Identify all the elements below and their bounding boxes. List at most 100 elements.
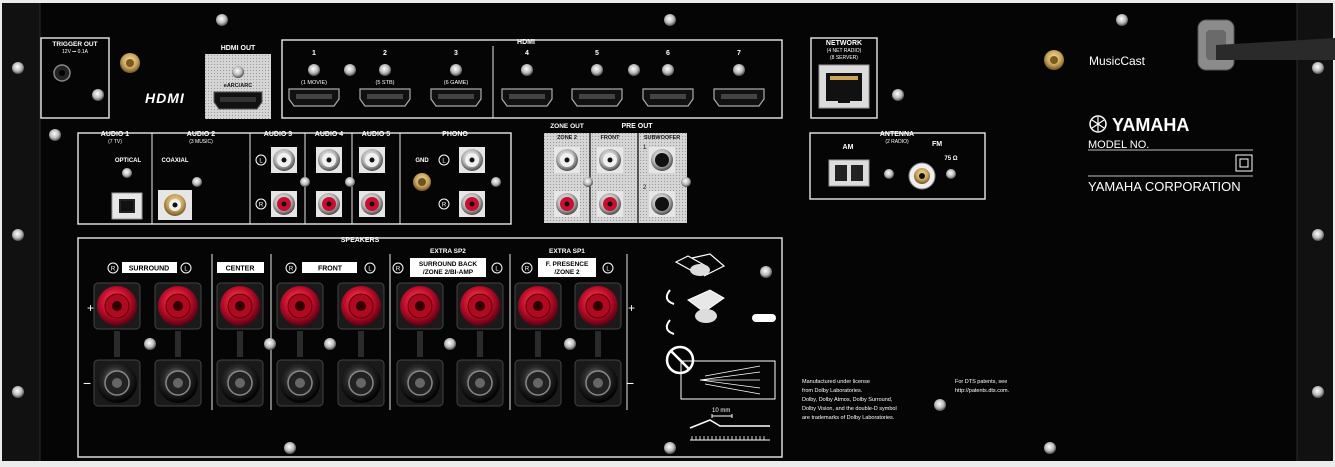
f-presence-right-minus-terminal[interactable] <box>514 359 562 407</box>
svg-text:R: R <box>525 267 530 273</box>
pre-out-front-left-jack[interactable] <box>597 147 623 173</box>
svg-text:For DTS patents, see: For DTS patents, see <box>955 379 1007 385</box>
trigger-out-title: TRIGGER OUT <box>52 41 97 48</box>
antenna-title: ANTENNA <box>880 131 914 138</box>
pre-out-front-right-jack[interactable] <box>597 191 623 217</box>
hdmi-in-number: 5 <box>595 50 599 57</box>
dolby-legal-text: Manufactured under license from Dolby La… <box>802 379 897 421</box>
front-right-plus-terminal[interactable] <box>276 282 324 330</box>
front-right-minus-terminal[interactable] <box>276 359 324 407</box>
svg-text:L: L <box>259 159 263 165</box>
svg-text:Dolby, Dolby Atmos, Dolby Surr: Dolby, Dolby Atmos, Dolby Surround, <box>802 397 893 403</box>
speakers-section: SPEAKERS R SURROUND L CENTER R FRONT L E… <box>77 237 783 458</box>
coaxial-label: COAXIAL <box>162 158 189 164</box>
front-left-minus-terminal[interactable] <box>337 359 385 407</box>
surround-back-right-plus-terminal[interactable] <box>396 282 444 330</box>
audio2-sub: (3 MUSIC) <box>189 139 213 145</box>
surround-label: SURROUND <box>129 266 169 273</box>
surround-back-left-plus-terminal[interactable] <box>456 282 504 330</box>
phono-ground-terminal[interactable] <box>413 173 431 191</box>
zone2-right-jack[interactable] <box>554 191 580 217</box>
pre-out-section: ZONE OUT ZONE 2 PRE OUT FRONT SUBWOOFER … <box>544 121 691 223</box>
hdmi-in-port-5[interactable]: 5 <box>571 50 623 107</box>
hdmi-in-port-6[interactable]: 6 <box>642 50 694 107</box>
network-sub-2: (8 SERVER) <box>830 55 858 61</box>
surround-back-left-minus-terminal[interactable] <box>456 359 504 407</box>
surround-left-plus-terminal[interactable] <box>154 282 202 330</box>
yamaha-logo: YAMAHA <box>1089 115 1189 135</box>
subwoofer2-jack[interactable] <box>649 191 675 217</box>
am-antenna-terminal[interactable] <box>828 159 870 187</box>
brand-name: YAMAHA <box>1112 115 1189 135</box>
zone2-label: ZONE 2 <box>557 135 577 141</box>
plus-right: + <box>628 301 635 315</box>
antenna-sub: (2 RADIO) <box>885 139 909 145</box>
audio3-title: AUDIO 3 <box>264 131 293 138</box>
zone2-left-jack[interactable] <box>554 147 580 173</box>
wireless-antenna-connector[interactable] <box>120 53 140 73</box>
audio3-left-jack[interactable] <box>271 147 297 173</box>
svg-text:1: 1 <box>643 145 647 151</box>
svg-text:L: L <box>184 267 188 273</box>
svg-text:L: L <box>368 267 372 273</box>
hdmi-out-port[interactable] <box>213 91 263 110</box>
hdmi-in-port-1[interactable]: 1(1 MOVIE) <box>288 50 340 107</box>
fm-label: FM <box>932 141 942 148</box>
front-label: FRONT <box>318 266 343 273</box>
svg-text:L: L <box>442 159 446 165</box>
f-presence-left-plus-terminal[interactable] <box>574 282 622 330</box>
surround-back-right-minus-terminal[interactable] <box>396 359 444 407</box>
optical-label: OPTICAL <box>115 158 142 164</box>
hdmi-in-port-7[interactable]: 7 <box>713 50 765 107</box>
hdmi-in-sub: (5 STB) <box>376 80 395 86</box>
front-left-plus-terminal[interactable] <box>337 282 385 330</box>
f-presence-left-minus-terminal[interactable] <box>574 359 622 407</box>
network-section: NETWORK (4 NET RADIO) (8 SERVER) <box>810 37 878 119</box>
f-presence-label-1: F. PRESENCE <box>546 261 589 268</box>
fm-antenna-connector[interactable] <box>908 162 936 190</box>
surround-left-minus-terminal[interactable] <box>154 359 202 407</box>
center-plus-terminal[interactable] <box>216 282 264 330</box>
speakers-title: SPEAKERS <box>341 237 380 244</box>
surround-right-minus-terminal[interactable] <box>93 359 141 407</box>
surround-right-plus-terminal[interactable] <box>93 282 141 330</box>
audio5-right-jack[interactable] <box>359 191 385 217</box>
network-title: NETWORK <box>826 40 862 47</box>
audio4-right-jack[interactable] <box>316 191 342 217</box>
svg-text:R: R <box>111 267 116 273</box>
svg-text:R: R <box>289 267 294 273</box>
audio5-left-jack[interactable] <box>359 147 385 173</box>
ethernet-port[interactable] <box>818 64 870 109</box>
center-minus-terminal[interactable] <box>216 359 264 407</box>
svg-text:Manufactured under license: Manufactured under license <box>802 379 870 385</box>
hdmi-in-number: 7 <box>737 50 741 57</box>
coaxial-input[interactable] <box>158 190 192 220</box>
svg-text:R: R <box>396 267 401 273</box>
trigger-out-spec: 12V ⎓ 0.1A <box>62 49 89 55</box>
hdmi-out-section: HDMI OUT eARC/ARC <box>205 40 271 119</box>
audio4-left-jack[interactable] <box>316 147 342 173</box>
phono-right-jack[interactable] <box>459 191 485 217</box>
pre-out-title: PRE OUT <box>621 123 653 130</box>
optical-input[interactable] <box>111 192 143 220</box>
svg-text:from Dolby Laboratories.: from Dolby Laboratories. <box>802 388 863 394</box>
subwoofer1-jack[interactable] <box>649 147 675 173</box>
hdmi-in-sub: (6 GAME) <box>444 80 469 86</box>
audio-inputs-section: AUDIO 1 (7 TV) OPTICAL AUDIO 2 (3 MUSIC)… <box>77 131 512 225</box>
phono-left-jack[interactable] <box>459 147 485 173</box>
hdmi-in-port-4[interactable]: 4 <box>501 50 553 107</box>
hdmi-in-port-2[interactable]: 2(5 STB) <box>359 50 411 107</box>
hdmi-in-sub: (1 MOVIE) <box>301 80 327 86</box>
pre-out-front-label: FRONT <box>601 135 621 141</box>
extra-sp1-label: EXTRA SP1 <box>549 248 585 255</box>
hdmi-in-port-3[interactable]: 3(6 GAME) <box>430 50 482 107</box>
hdmi-in-number: 6 <box>666 50 670 57</box>
surround-back-label-2: /ZONE 2/BI-AMP <box>423 269 474 276</box>
audio3-right-jack[interactable] <box>271 191 297 217</box>
wireless-antenna-connector-2[interactable] <box>1044 50 1064 70</box>
hdmi-logo: HDMI <box>145 90 185 106</box>
svg-text:R: R <box>442 203 447 209</box>
f-presence-label-2: /ZONE 2 <box>554 269 580 276</box>
f-presence-right-plus-terminal[interactable] <box>514 282 562 330</box>
